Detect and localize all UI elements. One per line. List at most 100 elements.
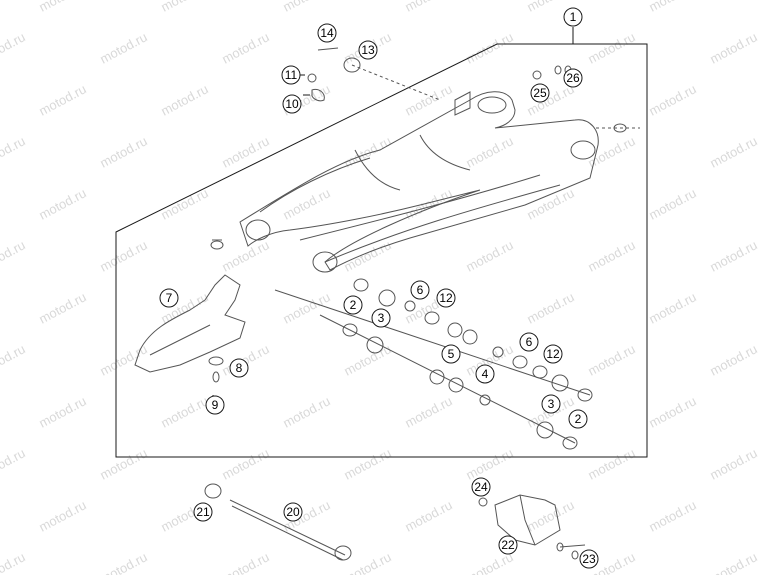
watermark-text: motod.ru xyxy=(585,341,637,378)
watermark-text: motod.ru xyxy=(646,289,698,326)
callout-circle xyxy=(471,477,491,497)
callout-number: 11 xyxy=(285,68,298,82)
callout-number: 12 xyxy=(439,291,453,305)
watermark-text: motod.ru xyxy=(158,0,210,15)
watermark-text: motod.ru xyxy=(524,185,576,222)
callout-number: 20 xyxy=(286,505,300,519)
watermark-text: motod.ru xyxy=(36,81,88,118)
callout-number: 3 xyxy=(548,397,555,411)
callout-number: 8 xyxy=(236,361,243,375)
callout-c20: 20 xyxy=(283,502,303,522)
callout-circle xyxy=(475,364,495,384)
callout-circle xyxy=(541,394,561,414)
callout-number: 2 xyxy=(350,298,357,312)
callout-c3a: 3 xyxy=(371,308,391,328)
callout-circle xyxy=(229,358,249,378)
watermark-text: motod.ru xyxy=(463,237,515,274)
watermark-text: motod.ru xyxy=(97,445,149,482)
watermark-text: motod.ru xyxy=(0,341,28,378)
watermark-text: motod.ru xyxy=(402,185,454,222)
watermark-text: motod.ru xyxy=(280,185,332,222)
watermark-text: motod.ru xyxy=(646,81,698,118)
assembly-boundary xyxy=(115,43,648,458)
callout-circle xyxy=(205,395,225,415)
callout-c6b: 6 xyxy=(519,332,539,352)
callout-number: 25 xyxy=(533,86,547,100)
watermark-text: motod.ru xyxy=(707,549,759,575)
callout-c4: 4 xyxy=(475,364,495,384)
callout-circle xyxy=(282,94,302,114)
callout-circle xyxy=(371,308,391,328)
watermark-text: motod.ru xyxy=(158,81,210,118)
watermark-text: motod.ru xyxy=(341,445,393,482)
watermark-text: motod.ru xyxy=(341,237,393,274)
callout-circle xyxy=(159,288,179,308)
watermark-text: motod.ru xyxy=(219,445,271,482)
watermark-text: motod.ru xyxy=(0,29,28,66)
watermark-text: motod.ru xyxy=(97,549,149,575)
callout-c24: 24 xyxy=(471,477,491,497)
callout-c14: 14 xyxy=(317,23,337,43)
watermark-text: motod.ru xyxy=(36,497,88,534)
callout-number: 4 xyxy=(482,367,489,381)
callout-circle xyxy=(563,7,583,27)
pivot-axle-parts xyxy=(204,483,352,561)
callout-circle xyxy=(579,549,599,569)
callout-c12a: 12 xyxy=(436,288,456,308)
watermark-text: motod.ru xyxy=(707,133,759,170)
watermark-text: motod.ru xyxy=(0,549,28,575)
watermark-text: motod.ru xyxy=(97,133,149,170)
watermark-text: motod.ru xyxy=(341,549,393,575)
callout-circle xyxy=(563,68,583,88)
callout-number: 5 xyxy=(448,347,455,361)
callout-c21: 21 xyxy=(193,502,213,522)
callout-c8: 8 xyxy=(229,358,249,378)
callout-number: 3 xyxy=(378,311,385,325)
watermark-text: motod.ru xyxy=(0,133,28,170)
callout-c7: 7 xyxy=(159,288,179,308)
watermark-text: motod.ru xyxy=(707,29,759,66)
callout-number: 23 xyxy=(582,552,596,566)
watermark-text: motod.ru xyxy=(585,237,637,274)
callout-circle xyxy=(519,332,539,352)
callout-c13: 13 xyxy=(358,40,378,60)
callout-number: 12 xyxy=(546,347,560,361)
callout-number: 6 xyxy=(417,283,424,297)
callout-circle xyxy=(530,83,550,103)
callout-c23: 23 xyxy=(579,549,599,569)
watermark-text: motod.ru xyxy=(36,0,88,15)
callout-circle xyxy=(436,288,456,308)
callout-number: 22 xyxy=(501,538,515,552)
watermark-text: motod.ru xyxy=(158,185,210,222)
watermark-text: motod.ru xyxy=(402,497,454,534)
callout-circle xyxy=(281,65,301,85)
callout-circle xyxy=(358,40,378,60)
watermark-text: motod.ru xyxy=(97,237,149,274)
watermark-text: motod.ru xyxy=(158,393,210,430)
watermark-text: motod.ru xyxy=(219,549,271,575)
callout-circle xyxy=(193,502,213,522)
callout-c25: 25 xyxy=(530,83,550,103)
callout-number: 10 xyxy=(285,97,299,111)
watermark-text: motod.ru xyxy=(36,289,88,326)
watermark-text: motod.ru xyxy=(280,0,332,15)
callout-c9: 9 xyxy=(205,395,225,415)
callout-c1: 1 xyxy=(563,7,583,27)
bearing-stack-upper xyxy=(274,278,593,402)
watermark-text: motod.ru xyxy=(646,185,698,222)
watermark-text: motod.ru xyxy=(463,445,515,482)
callout-circle xyxy=(568,409,588,429)
callout-c22: 22 xyxy=(498,535,518,555)
chain-guide-parts xyxy=(478,494,586,560)
watermark-text: motod.ru xyxy=(585,29,637,66)
swingarm-body xyxy=(239,91,599,273)
watermark-text: motod.ru xyxy=(463,133,515,170)
watermark-text: motod.ru xyxy=(646,497,698,534)
callout-circle xyxy=(317,23,337,43)
callout-c12b: 12 xyxy=(543,344,563,364)
top-hardware xyxy=(307,47,640,133)
callout-circle xyxy=(441,344,461,364)
watermark-text: motod.ru xyxy=(707,445,759,482)
